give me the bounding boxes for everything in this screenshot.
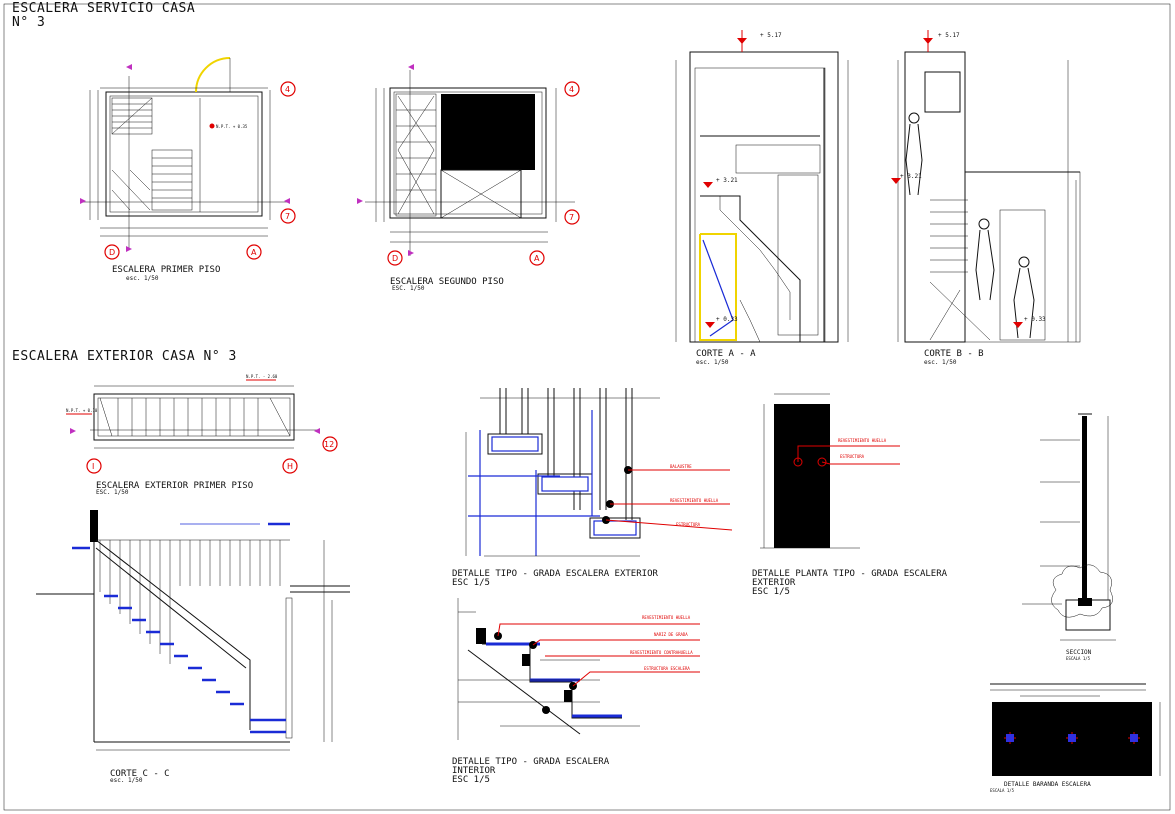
ext-plan-scale: ESC. 1/50 [96,489,129,496]
corte-aa-level-bottom: + 0.33 [716,316,738,323]
plan2-axis-7: 7 [569,213,574,222]
grada-ext-note-1: BALAUSTRE [670,464,692,469]
planta-tipo-note-1: REVESTIMIENTO HUELLA [838,438,887,443]
grada-ext-note-2: REVESTIMIENTO HUELLA [670,498,719,503]
ext-axis-h: H [287,462,293,471]
corte-cc: CORTE C - C esc. 1/50 [36,510,350,784]
detail-baranda: DETALLE BARANDA ESCALERA ESCALA 1/5 [990,683,1161,793]
plan2-scale: ESC. 1/50 [392,285,425,292]
plan1-axis-d: D [109,248,115,257]
plan1-axis-a: A [251,248,257,257]
plan2-axis-a: A [534,254,540,263]
grada-ext-scale: ESC 1/5 [452,578,490,588]
corte-aa-title: CORTE A - A [696,349,756,359]
detail-planta-tipo: REVESTIMIENTO HUELLA ESTRUCTURA DETALLE … [752,393,948,597]
seccion-scale: ESCALA 1/5 [1066,656,1091,661]
ext-level-top: N.P.T. - 2.60 [246,374,278,379]
grada-ext-title: DETALLE TIPO - GRADA ESCALERA EXTERIOR [452,569,658,579]
grada-int-scale: ESC 1/5 [452,775,490,785]
corte-bb-level-mid: + 3.21 [900,173,922,180]
corte-bb: + 5.17 + 3.21 + 0.33 CORTE B - B esc. 1/… [891,30,1081,366]
plan1-axis-7: 7 [285,212,290,221]
plan-segundo-piso: 4 7 D A ESCALERA SEGUNDO PISO ESC. 1/50 [357,64,580,292]
plan2-title: ESCALERA SEGUNDO PISO [390,277,504,287]
sheet-title: ESCALERA SERVICIO CASA [12,1,195,16]
plan2-axis-4: 4 [569,85,574,94]
corte-bb-level-top: + 5.17 [938,32,960,39]
detail-seccion: SECCION ESCALA 1/5 [1022,413,1116,661]
corte-cc-title: CORTE C - C [110,769,170,779]
corte-cc-scale: esc. 1/50 [110,777,143,784]
corte-aa: + 5.17 + 3.21 + 0.33 CORTE A - A esc. 1/… [675,30,849,366]
detail-grada-interior: REVESTIMIENTO HUELLA NARIZ DE GRADA REVE… [452,598,700,785]
grada-int-note-3: REVESTIMIENTO CONTRAHUELLA [630,650,693,655]
grada-int-note-1: REVESTIMIENTO HUELLA [642,615,691,620]
ext-axis-i: I [92,462,94,471]
ext-level-left: N.P.T. + 0.10 [66,408,98,413]
grada-int-note-2: NARIZ DE GRADA [654,632,688,637]
plan1-level: N.P.T. + 0.35 [216,124,248,129]
corte-aa-level-mid: + 3.21 [716,177,738,184]
grada-int-title: DETALLE TIPO - GRADA ESCALERA [452,757,610,767]
sheet-border [3,3,1171,811]
sheet-title-number: N° 3 [12,15,45,30]
corte-bb-level-bottom: + 0.33 [1024,316,1046,323]
detail-grada-exterior: BALAUSTRE REVESTIMIENTO HUELLA ESTRUCTUR… [452,388,733,588]
seccion-title: SECCION [1066,649,1092,656]
planta-tipo-note-2: ESTRUCTURA [840,454,865,459]
grada-int-title-2: INTERIOR [452,766,496,776]
plan1-axis-4: 4 [285,85,290,94]
ext-plan-title: ESCALERA EXTERIOR PRIMER PISO [96,481,253,491]
ext-axis-12: 12 [324,440,334,449]
plan1-title: ESCALERA PRIMER PISO [112,265,220,275]
corte-aa-scale: esc. 1/50 [696,359,729,366]
plan-exterior-primer-piso: 12 I H N.P.T. - 2.60 N.P.T. + 0.10 ESCAL… [66,374,338,496]
planta-tipo-title-2: EXTERIOR [752,578,796,588]
baranda-title: DETALLE BARANDA ESCALERA [1004,781,1091,788]
plan1-scale: esc. 1/50 [126,275,159,282]
corte-aa-level-top: + 5.17 [760,32,782,39]
planta-tipo-title: DETALLE PLANTA TIPO - GRADA ESCALERA [752,569,948,579]
plan-primer-piso: N.P.T. + 0.35 4 7 D A ESCALERA PRIMER PI… [80,57,296,282]
baranda-scale: ESCALA 1/5 [990,788,1015,793]
plan2-axis-d: D [392,254,398,263]
grada-ext-note-3: ESTRUCTURA [676,522,701,527]
corte-bb-title: CORTE B - B [924,349,984,359]
planta-tipo-scale: ESC 1/5 [752,587,790,597]
grada-int-note-4: ESTRUCTURA ESCALERA [644,666,690,671]
section2-title: ESCALERA EXTERIOR CASA N° 3 [12,349,237,364]
corte-bb-scale: esc. 1/50 [924,359,957,366]
